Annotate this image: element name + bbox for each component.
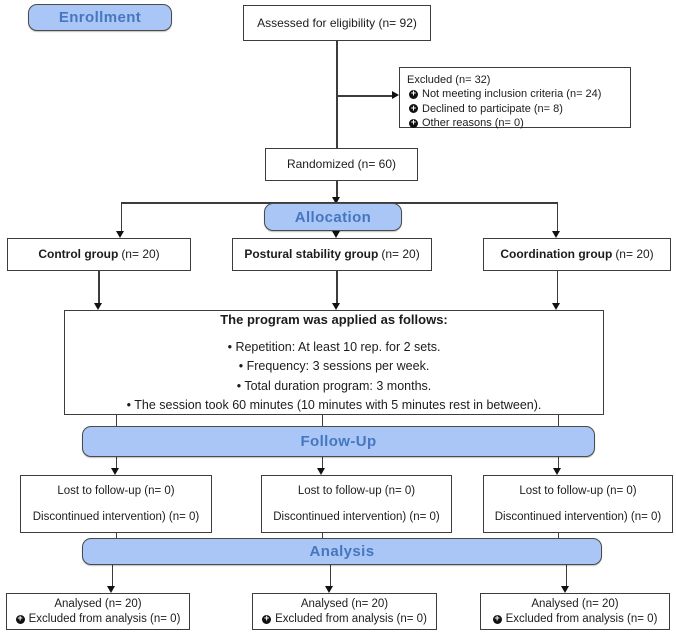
connector-split-horizontal <box>121 202 558 204</box>
connector-followupbanner-middle <box>321 457 323 469</box>
coordination-group-name: Coordination group <box>500 247 613 261</box>
program-title: The program was applied as follows: <box>220 311 448 327</box>
arrowhead-program-left <box>94 303 102 310</box>
control-group-box: Control group (n= 20) <box>7 238 191 271</box>
postural-group-box: Postural stability group (n= 20) <box>232 238 432 271</box>
excluded-item-text: Other reasons (n= 0) <box>422 116 524 129</box>
excluded-from-analysis-text: Excluded from analysis (n= 0) <box>275 613 427 625</box>
enrollment-banner-label: Enrollment <box>58 9 142 26</box>
connector-followup-to-analysisbanner-left <box>115 533 117 538</box>
analysis-box-right: Analysed (n= 20) Excluded from analysis … <box>480 593 670 630</box>
connector-assessed-to-randomized <box>336 41 338 148</box>
plus-circle-icon <box>409 118 418 128</box>
followup-box-middle: Lost to follow-up (n= 0) Discontinued in… <box>261 475 452 533</box>
connector-coordination-to-program <box>556 271 558 303</box>
plus-circle-icon <box>409 104 418 114</box>
arrowhead-followup-middle <box>317 468 325 475</box>
assessed-box: Assessed for eligibility (n= 92) <box>243 5 431 41</box>
followup-box-right: Lost to follow-up (n= 0) Discontinued in… <box>483 475 673 533</box>
plus-circle-icon <box>492 614 502 624</box>
connector-branch-excluded <box>337 95 393 97</box>
postural-group-n: (n= 20) <box>381 247 420 261</box>
connector-postural-to-program <box>336 271 338 303</box>
program-item: Repetition: At least 10 rep. for 2 sets. <box>228 338 440 357</box>
excluded-from-analysis-text: Excluded from analysis (n= 0) <box>28 613 181 625</box>
control-group-name: Control group <box>38 247 119 261</box>
arrowhead-allocation <box>332 197 340 204</box>
followup-banner: Follow-Up <box>82 426 595 457</box>
excluded-title: Excluded (n= 32) <box>407 74 491 86</box>
program-item: The session took 60 minutes (10 minutes … <box>127 396 541 415</box>
analysed-text: Analysed (n= 20) <box>300 597 389 610</box>
connector-followupbanner-right <box>557 457 559 469</box>
allocation-banner-label: Allocation <box>294 208 372 226</box>
excluded-from-analysis-row: Excluded from analysis (n= 0) <box>492 612 658 626</box>
excluded-from-analysis-text: Excluded from analysis (n= 0) <box>505 613 658 625</box>
arrowhead-postural-group <box>332 231 340 238</box>
program-item: Total duration program: 3 months. <box>237 377 431 396</box>
connector-control-to-program <box>98 271 100 303</box>
excluded-from-analysis-row: Excluded from analysis (n= 0) <box>262 612 427 626</box>
arrowhead-program-right <box>552 303 560 310</box>
excluded-item-text: Not meeting inclusion criteria (n= 24) <box>422 88 602 101</box>
enrollment-banner: Enrollment <box>28 4 172 31</box>
connector-followup-to-analysisbanner-middle <box>321 533 323 538</box>
coordination-group-box: Coordination group (n= 20) <box>483 238 671 271</box>
connector-randomized-to-allocation <box>336 181 338 198</box>
arrowhead-followup-right <box>553 468 561 475</box>
plus-circle-icon <box>262 614 272 624</box>
connector-followupbanner-left <box>115 457 117 469</box>
connector-analysisbanner-middle <box>329 564 331 586</box>
connector-analysisbanner-right <box>565 564 567 586</box>
arrowhead-program-middle <box>332 303 340 310</box>
coordination-group-n: (n= 20) <box>615 247 654 261</box>
analysis-banner-label: Analysis <box>309 543 375 560</box>
discontinued-text: Discontinued intervention) (n= 0) <box>273 510 440 523</box>
allocation-banner: Allocation <box>264 203 402 231</box>
arrowhead-control-group <box>116 231 124 238</box>
arrowhead-analysis-right <box>561 586 569 593</box>
plus-circle-icon <box>409 89 418 99</box>
program-item: Frequency: 3 sessions per week. <box>239 357 430 376</box>
excluded-item-text: Declined to participate (n= 8) <box>422 102 563 115</box>
randomized-text: Randomized (n= 60) <box>286 157 397 171</box>
postural-group-name: Postural stability group <box>244 247 379 261</box>
control-group-n: (n= 20) <box>121 247 160 261</box>
connector-drop-control <box>120 202 122 231</box>
lost-to-followup-text: Lost to follow-up (n= 0) <box>519 485 637 498</box>
connector-drop-coordination <box>556 202 558 231</box>
connector-program-to-followup-middle <box>321 415 323 427</box>
arrowhead-followup-left <box>111 468 119 475</box>
assessed-text: Assessed for eligibility (n= 92) <box>257 15 417 30</box>
connector-followup-to-analysisbanner-right <box>557 533 559 538</box>
excluded-item: Other reasons (n= 0) <box>409 116 524 130</box>
excluded-item: Declined to participate (n= 8) <box>409 102 563 116</box>
analysis-box-middle: Analysed (n= 20) Excluded from analysis … <box>252 593 437 630</box>
followup-banner-label: Follow-Up <box>300 433 377 450</box>
arrowhead-analysis-left <box>107 586 115 593</box>
arrowhead-analysis-middle <box>325 586 333 593</box>
analysis-banner: Analysis <box>82 538 602 565</box>
lost-to-followup-text: Lost to follow-up (n= 0) <box>297 485 416 498</box>
program-box: The program was applied as follows: Repe… <box>64 310 604 415</box>
discontinued-text: Discontinued intervention) (n= 0) <box>32 510 200 523</box>
arrowhead-coordination-group <box>552 231 560 238</box>
arrowhead-excluded <box>392 91 399 99</box>
excluded-item: Not meeting inclusion criteria (n= 24) <box>409 87 601 101</box>
analysis-box-left: Analysed (n= 20) Excluded from analysis … <box>6 593 190 630</box>
connector-program-to-followup-right <box>557 415 559 427</box>
excluded-from-analysis-row: Excluded from analysis (n= 0) <box>15 612 181 626</box>
analysed-text: Analysed (n= 20) <box>531 597 619 610</box>
excluded-box: Excluded (n= 32) Not meeting inclusion c… <box>399 67 631 130</box>
randomized-box: Randomized (n= 60) <box>265 148 418 181</box>
analysed-text: Analysed (n= 20) <box>54 597 142 610</box>
discontinued-text: Discontinued intervention) (n= 0) <box>494 510 662 523</box>
followup-box-left: Lost to follow-up (n= 0) Discontinued in… <box>20 475 212 533</box>
connector-program-to-followup-left <box>115 415 117 427</box>
lost-to-followup-text: Lost to follow-up (n= 0) <box>57 485 175 498</box>
connector-analysisbanner-left <box>111 564 113 586</box>
plus-circle-icon <box>15 614 25 624</box>
